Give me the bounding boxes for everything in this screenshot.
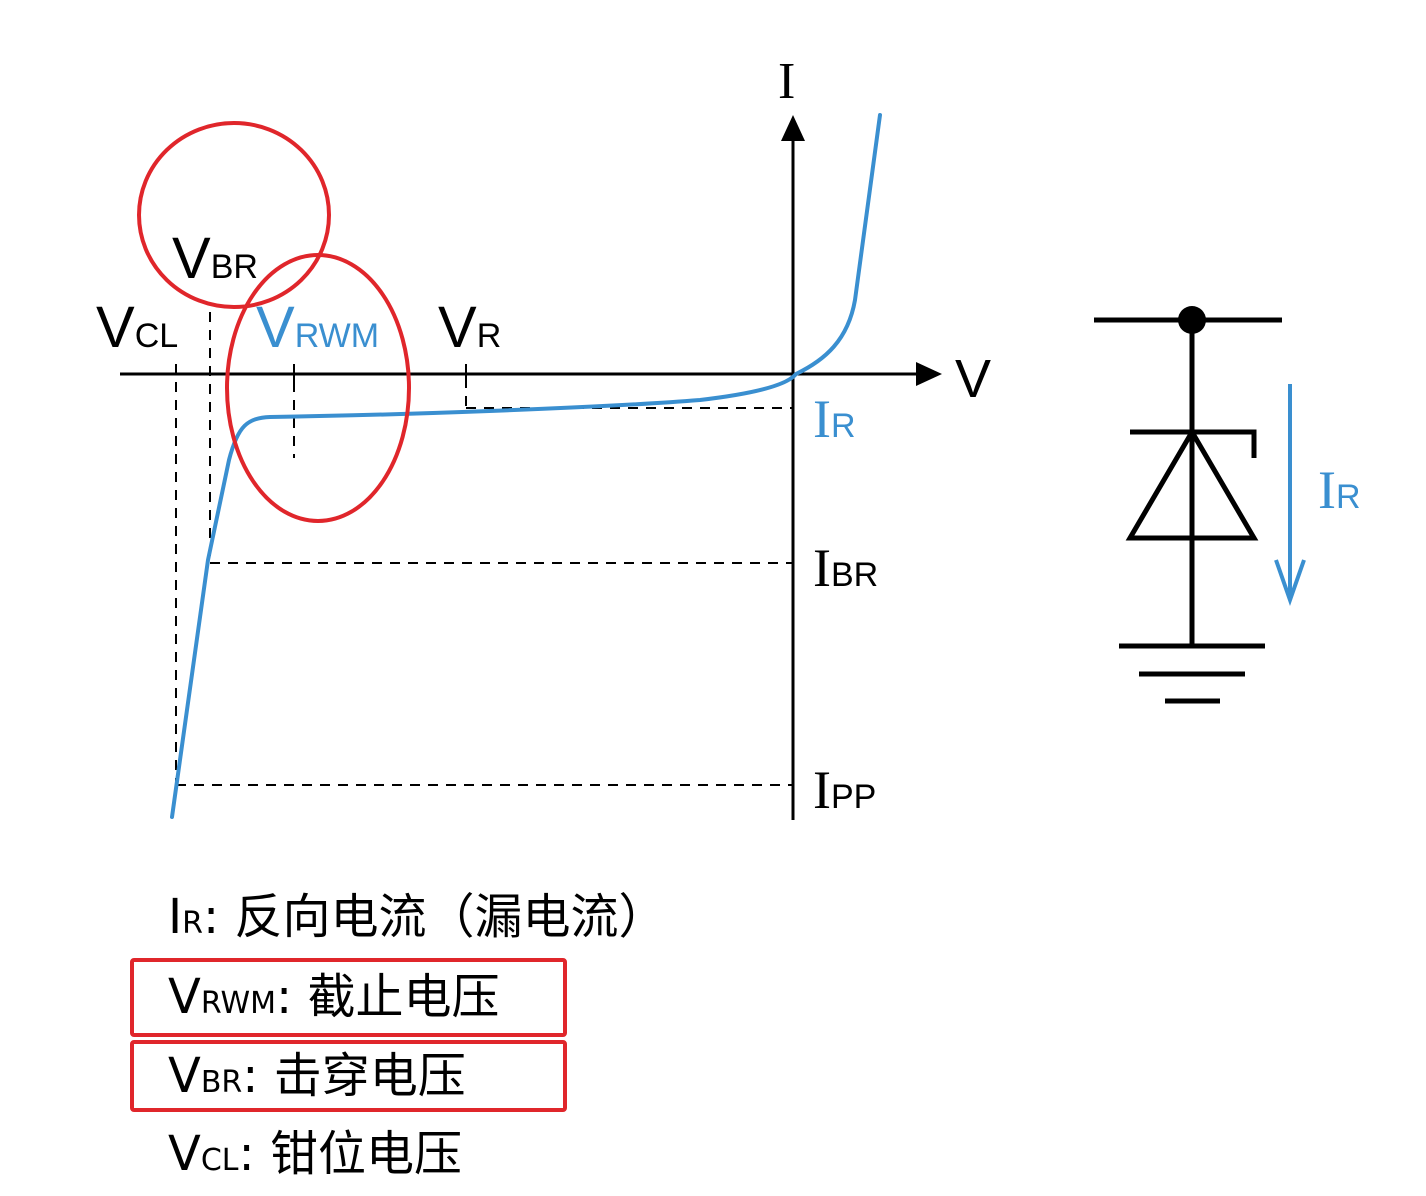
vrwm-label: VRWM	[256, 295, 379, 360]
vr-label: VR	[438, 295, 501, 360]
i-axis-label: I	[778, 53, 795, 110]
v-axis-label: V	[955, 349, 991, 409]
i-axis-arrow	[781, 115, 805, 141]
legend-vcl-sub: CL	[200, 1143, 239, 1178]
iv-curve	[170, 113, 882, 819]
legend-vrwm-sub: RWM	[200, 986, 277, 1021]
vbr-legend-highlight-box	[130, 1040, 567, 1112]
guide-lines	[175, 312, 793, 786]
legend-item-ir: IR: 反向电流（漏电流）	[168, 893, 666, 941]
legend-vbr-sub: BR	[200, 1065, 243, 1100]
circuit-current-arrow-head	[1274, 559, 1306, 607]
ir-label: IR	[813, 389, 856, 449]
legend-vcl-main: V	[168, 1126, 201, 1182]
legend-ir-main: I	[168, 889, 183, 945]
legend-item-vrwm: VRWM: 截止电压	[168, 973, 499, 1021]
circuit-current-label: IR	[1318, 460, 1361, 520]
vcl-label: VCL	[96, 295, 178, 360]
vbr-label: VBR	[172, 226, 258, 291]
diode-cathode-bar	[1130, 429, 1257, 458]
legend-item-vcl: VCL: 钳位电压	[168, 1130, 462, 1178]
legend-vrwm-main: V	[168, 969, 201, 1025]
legend-item-vbr: VBR: 击穿电压	[168, 1052, 466, 1100]
vrwm-highlight-circle	[225, 253, 411, 523]
legend-ir-text: : 反向电流（漏电流）	[203, 889, 667, 945]
v-axis-ticks	[293, 364, 467, 384]
tvs-circuit-symbol	[1094, 306, 1282, 704]
legend-vcl-text: : 钳位电压	[238, 1126, 462, 1182]
legend-ir-sub: R	[182, 906, 204, 941]
vrwm-legend-highlight-box	[130, 958, 567, 1037]
ipp-label: IPP	[813, 760, 876, 820]
v-axis-arrow	[916, 362, 942, 386]
legend-vrwm-text: : 截止电压	[276, 969, 500, 1025]
ibr-label: IBR	[813, 538, 878, 598]
legend-vbr-text: : 击穿电压	[242, 1048, 466, 1104]
vbr-highlight-circle	[137, 121, 331, 309]
legend-vbr-main: V	[168, 1048, 201, 1104]
